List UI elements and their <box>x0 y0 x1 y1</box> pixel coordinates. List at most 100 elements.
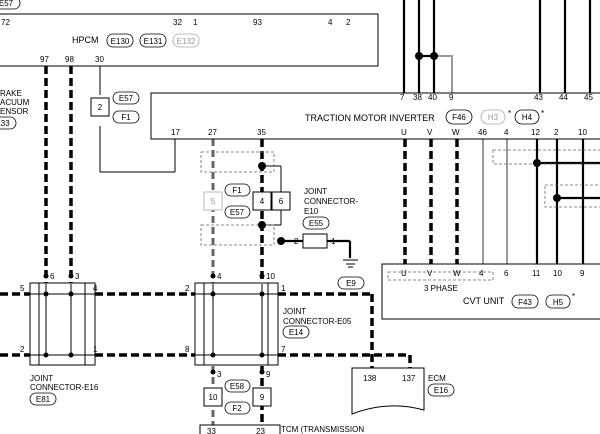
svg-text:E57: E57 <box>230 208 245 217</box>
svg-text:7: 7 <box>400 93 405 102</box>
tcm-module: 33 23 TCM (TRANSMISSION <box>199 424 364 434</box>
svg-text:4: 4 <box>479 269 484 278</box>
tcm-label: TCM (TRANSMISSION <box>281 425 364 434</box>
svg-text:E10: E10 <box>304 207 319 216</box>
cvt-unit: U V W 4 6 11 10 9 3 PHASE CVT UNIT F43 H… <box>381 263 600 320</box>
svg-text:4: 4 <box>504 128 509 137</box>
hpcm-bottom-pin: 30 <box>95 55 104 64</box>
svg-text:7: 7 <box>281 345 286 354</box>
svg-text:3: 3 <box>75 272 80 281</box>
hpcm-name: HPCM <box>72 35 99 45</box>
svg-text:10: 10 <box>209 393 218 402</box>
svg-text:JOINT: JOINT <box>30 374 53 383</box>
inverter-name: TRACTION MOTOR INVERTER <box>305 113 435 123</box>
svg-text:W: W <box>452 128 460 137</box>
svg-text:JOINT: JOINT <box>283 307 306 316</box>
svg-text:*: * <box>541 109 544 118</box>
svg-text:33: 33 <box>207 427 216 434</box>
svg-text:4: 4 <box>93 284 98 293</box>
hpcm-connector-tag: E130 <box>111 37 130 46</box>
svg-text:2: 2 <box>554 128 559 137</box>
junction-dots <box>43 52 561 375</box>
svg-text:F43: F43 <box>518 298 532 307</box>
connector-e58-f2-pair: 10 9 E58 F2 <box>203 379 272 415</box>
svg-text:F2: F2 <box>232 404 242 413</box>
svg-text:133: 133 <box>0 119 10 128</box>
svg-text:H4: H4 <box>522 113 533 122</box>
svg-text:3: 3 <box>217 370 222 379</box>
svg-text:2: 2 <box>294 237 299 246</box>
joint-connector-e16: 6 3 5 4 2 1 JOINT CONNECTOR-E16 E81 <box>20 272 99 406</box>
svg-text:E55: E55 <box>309 219 324 228</box>
three-phase-label: 3 PHASE <box>424 284 458 293</box>
svg-text:E14: E14 <box>289 328 304 337</box>
svg-text:1: 1 <box>281 284 286 293</box>
ecm-name: ECM <box>428 374 446 383</box>
svg-text:40: 40 <box>428 93 437 102</box>
svg-text:46: 46 <box>478 128 487 137</box>
svg-text:8: 8 <box>185 345 190 354</box>
svg-text:RAKE: RAKE <box>0 89 22 98</box>
cvt-name: CVT UNIT <box>463 296 505 306</box>
hpcm-top-pin: 32 <box>173 18 182 27</box>
svg-text:E57: E57 <box>119 94 134 103</box>
svg-text:*: * <box>508 109 511 118</box>
joint-connector-e10: JOINT CONNECTOR- E10 E55 2 1 E9 <box>294 187 365 290</box>
svg-text:*: * <box>572 292 575 301</box>
svg-text:E16: E16 <box>434 386 449 395</box>
svg-text:F1: F1 <box>232 186 242 195</box>
svg-text:9: 9 <box>449 93 454 102</box>
hpcm-bottom-pin: 98 <box>65 55 74 64</box>
traction-motor-inverter: 7 38 40 9 43 44 45 TRACTION MOTOR INVERT… <box>150 92 600 140</box>
svg-text:4: 4 <box>260 197 265 206</box>
svg-text:10: 10 <box>266 272 275 281</box>
svg-text:6: 6 <box>504 269 509 278</box>
svg-text:1: 1 <box>93 345 98 354</box>
svg-text:CONNECTOR-: CONNECTOR- <box>304 197 358 206</box>
svg-text:43: 43 <box>534 93 543 102</box>
svg-text:ACUUM: ACUUM <box>0 98 30 107</box>
svg-text:138: 138 <box>363 374 377 383</box>
svg-text:12: 12 <box>531 128 540 137</box>
svg-text:U: U <box>401 128 407 137</box>
inverter-box <box>150 92 600 140</box>
svg-text:ENSOR: ENSOR <box>0 107 29 116</box>
hpcm-top-pin: 4 <box>328 18 333 27</box>
svg-text:V: V <box>427 269 433 278</box>
connector-f1-e57-pair: 5 4 6 F1 E57 <box>200 151 291 246</box>
svg-text:F1: F1 <box>121 113 131 122</box>
hpcm-connector-tag: E132 <box>177 37 196 46</box>
svg-text:9: 9 <box>266 370 271 379</box>
pin-6: 6 <box>279 197 284 206</box>
svg-text:6: 6 <box>50 272 55 281</box>
ground-tag: E9 <box>346 279 356 288</box>
svg-text:CONNECTOR-E16: CONNECTOR-E16 <box>30 383 99 392</box>
svg-text:45: 45 <box>584 93 593 102</box>
cvt-box <box>381 263 600 320</box>
svg-text:137: 137 <box>402 374 416 383</box>
hpcm-top-pin: 2 <box>346 18 351 27</box>
svg-text:W: W <box>453 269 461 278</box>
svg-text:U: U <box>401 269 407 278</box>
hpcm-top-pin: 72 <box>1 18 10 27</box>
svg-text:1: 1 <box>331 237 336 246</box>
svg-text:2: 2 <box>20 345 25 354</box>
svg-text:17: 17 <box>171 128 180 137</box>
svg-text:11: 11 <box>532 269 541 278</box>
svg-text:E81: E81 <box>36 395 51 404</box>
svg-text:CONNECTOR-E05: CONNECTOR-E05 <box>283 317 352 326</box>
joint-connector-e05: 4 10 2 1 8 7 3 9 JOINT CONNECTOR-E05 E14 <box>185 272 352 379</box>
svg-text:38: 38 <box>413 93 422 102</box>
svg-text:44: 44 <box>559 93 568 102</box>
hpcm-top-pin: 93 <box>253 18 262 27</box>
svg-text:23: 23 <box>256 427 265 434</box>
svg-text:10: 10 <box>553 269 562 278</box>
connector-e57-f1: 2 E57 F1 <box>90 91 140 124</box>
svg-text:F46: F46 <box>452 113 466 122</box>
ecm-module: 138 137 ECM E16 <box>351 367 455 415</box>
svg-text:10: 10 <box>578 128 587 137</box>
svg-text:JOINT: JOINT <box>304 187 327 196</box>
svg-text:5: 5 <box>20 284 25 293</box>
